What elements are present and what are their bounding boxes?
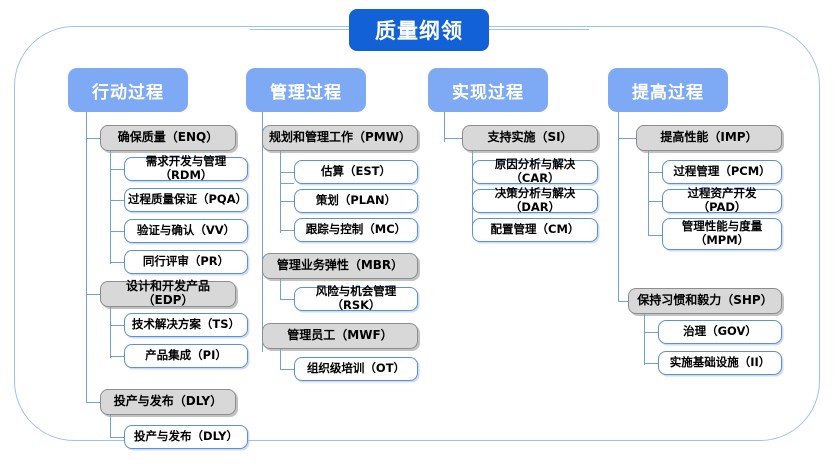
group-box-imp[interactable]: 提高性能（IMP）: [636, 125, 782, 151]
leaf-box-est[interactable]: 估算（EST）: [294, 160, 418, 184]
group-mwf-spine: [280, 349, 282, 370]
leaf-box-rdm[interactable]: 需求开发与管理（RDM）: [124, 154, 248, 182]
diagram-title: 质量纲领: [349, 9, 489, 51]
column-3-group-1-stub: [444, 138, 462, 140]
group-imp-spine: [648, 151, 650, 236]
group-edp-spine: [110, 307, 112, 358]
leaf-stub: [110, 437, 124, 439]
leaf-stub: [110, 200, 124, 202]
group-dly-spine: [110, 415, 112, 438]
group-box-si[interactable]: 支持实施（SI）: [462, 125, 598, 151]
group-box-enq[interactable]: 确保质量（ENQ）: [100, 125, 236, 151]
leaf-stub: [280, 172, 294, 174]
column-4-spine: [618, 112, 620, 302]
group-pmw-spine: [280, 151, 282, 233]
column-header-4[interactable]: 提高过程: [608, 68, 728, 112]
leaf-box-pcm[interactable]: 过程管理（PCM）: [662, 160, 782, 184]
leaf-box-car[interactable]: 原因分析与解决（CAR）: [472, 157, 598, 185]
group-box-pmw[interactable]: 规划和管理工作（PMW）: [262, 125, 418, 151]
leaf-stub: [280, 201, 294, 203]
group-shp-spine: [644, 314, 646, 365]
column-1-group-2-stub: [86, 294, 100, 296]
leaf-stub: [644, 332, 658, 334]
leaf-box-ts[interactable]: 技术解决方案（TS）: [124, 313, 248, 337]
column-header-1[interactable]: 行动过程: [68, 68, 188, 112]
leaf-stub: [110, 356, 124, 358]
column-1-spine: [86, 112, 88, 402]
leaf-stub: [280, 299, 294, 301]
leaf-stub: [110, 325, 124, 327]
group-mbr-spine: [280, 279, 282, 300]
column-header-3[interactable]: 实现过程: [428, 68, 548, 112]
leaf-box-gov[interactable]: 治理（GOV）: [658, 320, 782, 344]
group-box-edp[interactable]: 设计和开发产品（EDP）: [100, 279, 236, 307]
leaf-stub: [644, 363, 658, 365]
column-header-2[interactable]: 管理过程: [246, 68, 366, 112]
leaf-stub: [110, 169, 124, 171]
leaf-box-dly-child[interactable]: 投产与发布（DLY）: [124, 425, 248, 449]
leaf-box-ii[interactable]: 实施基础设施（II）: [658, 351, 782, 375]
leaf-box-rsk[interactable]: 风险与机会管理（RSK）: [294, 284, 418, 312]
leaf-box-mc[interactable]: 跟踪与控制（MC）: [294, 218, 418, 242]
leaf-box-pad[interactable]: 过程资产开发（PAD）: [662, 186, 782, 214]
column-1-group-1-stub: [86, 138, 100, 140]
leaf-box-mpm[interactable]: 管理性能与度量 （MPM）: [662, 218, 782, 250]
group-enq-spine: [110, 151, 112, 264]
leaf-stub: [648, 172, 662, 174]
leaf-stub: [280, 183, 294, 185]
leaf-stub: [280, 230, 294, 232]
title-connector-right: [489, 29, 589, 31]
title-connector-left: [250, 29, 349, 31]
group-box-dly[interactable]: 投产与发布（DLY）: [100, 389, 236, 415]
leaf-box-pr[interactable]: 同行评审（PR）: [124, 250, 248, 274]
leaf-stub: [280, 369, 294, 371]
leaf-box-pqa[interactable]: 过程质量保证（PQA）: [124, 188, 248, 212]
leaf-stub: [648, 201, 662, 203]
leaf-box-vv[interactable]: 验证与确认（VV）: [124, 219, 248, 243]
leaf-box-dar[interactable]: 决策分析与解决（DAR）: [472, 186, 598, 214]
leaf-box-cm[interactable]: 配置管理（CM）: [472, 218, 598, 242]
group-box-mbr[interactable]: 管理业务弹性（MBR）: [262, 253, 418, 279]
leaf-box-pi[interactable]: 产品集成（PI）: [124, 344, 248, 368]
leaf-box-ot[interactable]: 组织级培训（OT）: [294, 357, 418, 381]
column-1-group-3-stub: [86, 402, 100, 404]
group-box-shp[interactable]: 保持习惯和毅力（SHP）: [628, 288, 782, 314]
column-4-group-2-stub: [618, 301, 628, 303]
column-3-spine: [444, 112, 446, 142]
leaf-stub: [110, 231, 124, 233]
column-2-spine: [262, 112, 264, 352]
column-4-group-1-stub: [618, 138, 636, 140]
group-box-mwf[interactable]: 管理员工（MWF）: [262, 323, 418, 349]
leaf-stub: [110, 262, 124, 264]
leaf-stub: [648, 235, 662, 237]
leaf-box-plan[interactable]: 策划（PLAN）: [294, 189, 418, 213]
